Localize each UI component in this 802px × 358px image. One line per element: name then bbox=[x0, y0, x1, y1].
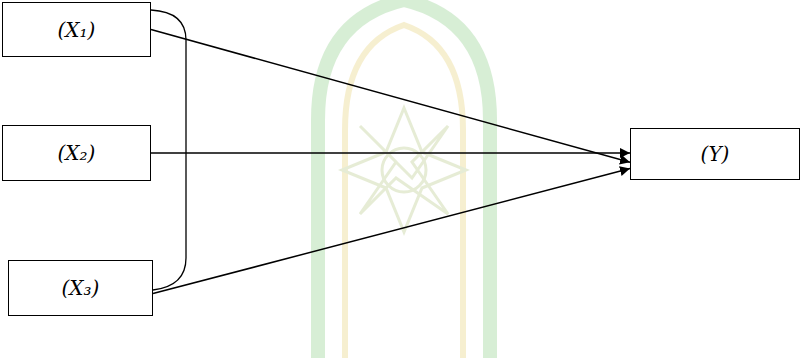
variable-box: (X₂) bbox=[2, 125, 151, 181]
variable-label: (X₁) bbox=[58, 18, 96, 42]
variable-box: (X₁) bbox=[2, 2, 151, 57]
influence-arrow bbox=[151, 152, 630, 154]
variable-label: (X₃) bbox=[62, 276, 100, 300]
watermark-shape bbox=[318, 0, 490, 358]
influence-arrow bbox=[151, 30, 630, 163]
variable-box: (Y) bbox=[630, 128, 800, 180]
variable-label: (X₂) bbox=[58, 141, 96, 165]
variable-label: (Y) bbox=[701, 142, 730, 166]
influence-arrow bbox=[153, 169, 630, 294]
variable-box: (X₃) bbox=[8, 260, 153, 316]
grouping-bracket bbox=[151, 10, 186, 290]
